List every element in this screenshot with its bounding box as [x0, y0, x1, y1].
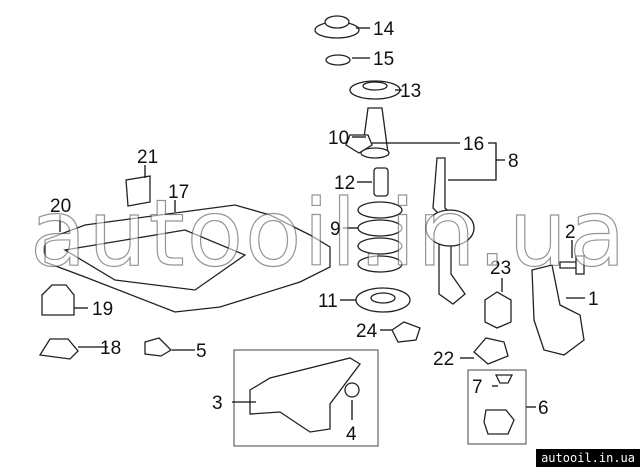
callout-7: 7 — [472, 377, 483, 398]
callout-22: 22 — [433, 349, 454, 370]
leader-lines — [59, 27, 585, 420]
control-arm-detail-box — [233, 349, 379, 447]
callout-13: 13 — [400, 81, 421, 102]
callout-12: 12 — [334, 173, 355, 194]
callout-24: 24 — [356, 321, 378, 342]
callout-5: 5 — [196, 341, 207, 362]
callout-19: 19 — [92, 299, 113, 320]
site-footer-label[interactable]: autooil.in.ua — [536, 449, 640, 467]
callout-2: 2 — [565, 222, 576, 243]
callout-8: 8 — [508, 151, 519, 172]
callout-16: 16 — [463, 134, 484, 155]
callout-15: 15 — [373, 49, 394, 70]
callout-labels: 1 2 3 4 5 6 7 8 9 10 11 12 13 14 15 16 1… — [50, 19, 599, 445]
callout-11: 11 — [318, 291, 338, 312]
callout-9: 9 — [330, 219, 341, 240]
callout-10: 10 — [328, 128, 349, 149]
coil-spring — [357, 201, 403, 273]
callout-3: 3 — [212, 393, 223, 414]
callout-6: 6 — [538, 398, 549, 419]
part-drawings — [38, 15, 585, 435]
callout-4: 4 — [346, 424, 357, 445]
callout-14: 14 — [373, 19, 395, 40]
callout-18: 18 — [100, 338, 121, 359]
callout-1: 1 — [588, 289, 599, 310]
callout-23: 23 — [490, 258, 511, 279]
callout-20: 20 — [50, 196, 71, 217]
callout-21: 21 — [137, 147, 158, 168]
callout-17: 17 — [168, 182, 189, 203]
